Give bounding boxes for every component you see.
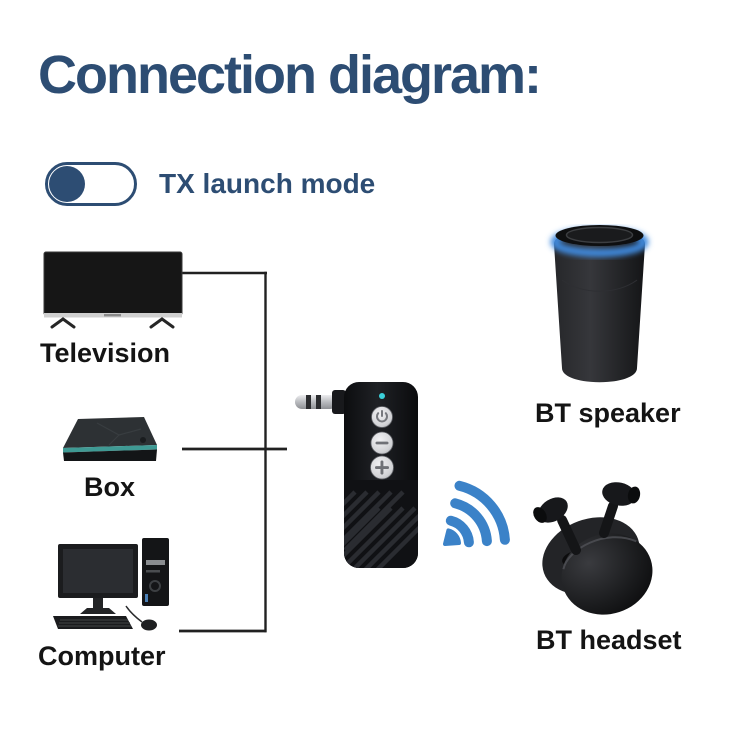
bt-speaker-label: BT speaker <box>535 398 681 428</box>
computer-label: Computer <box>38 641 166 671</box>
bt-headset-item <box>525 468 675 618</box>
tx-mode-row: TX launch mode <box>45 162 375 206</box>
television-label: Television <box>40 338 171 368</box>
tv-foot-left <box>50 317 76 329</box>
volume-up-button <box>370 455 394 480</box>
bt-speaker-item <box>542 220 657 400</box>
device-hatch-texture <box>344 480 418 568</box>
pc-mouse <box>141 619 157 631</box>
wireless-waves-icon <box>433 468 518 558</box>
toggle-knob <box>49 166 85 202</box>
bt-headset-image <box>533 482 653 615</box>
box-item <box>57 415 162 465</box>
earbud-right <box>599 482 641 538</box>
bt-speaker-image <box>550 225 649 383</box>
case-lid <box>561 533 653 615</box>
settop-box-icon <box>63 417 157 461</box>
box-label: Box <box>84 472 136 502</box>
desktop-computer-icon <box>53 538 169 631</box>
earbud-left <box>533 497 581 555</box>
volume-down-button <box>370 431 394 455</box>
tv-foot-right <box>149 317 175 329</box>
television-item <box>40 250 185 330</box>
tx-mode-toggle[interactable] <box>45 162 137 206</box>
bt-headset-label: BT headset <box>536 625 682 655</box>
aux-plug-icon <box>295 390 346 414</box>
tx-mode-label: TX launch mode <box>159 168 376 199</box>
computer-item <box>50 532 180 637</box>
page-title: Connection diagram: <box>38 45 542 105</box>
bt-transmitter-device <box>285 378 425 578</box>
tv-icon <box>43 251 183 329</box>
status-led <box>379 393 385 399</box>
power-button <box>371 406 393 428</box>
